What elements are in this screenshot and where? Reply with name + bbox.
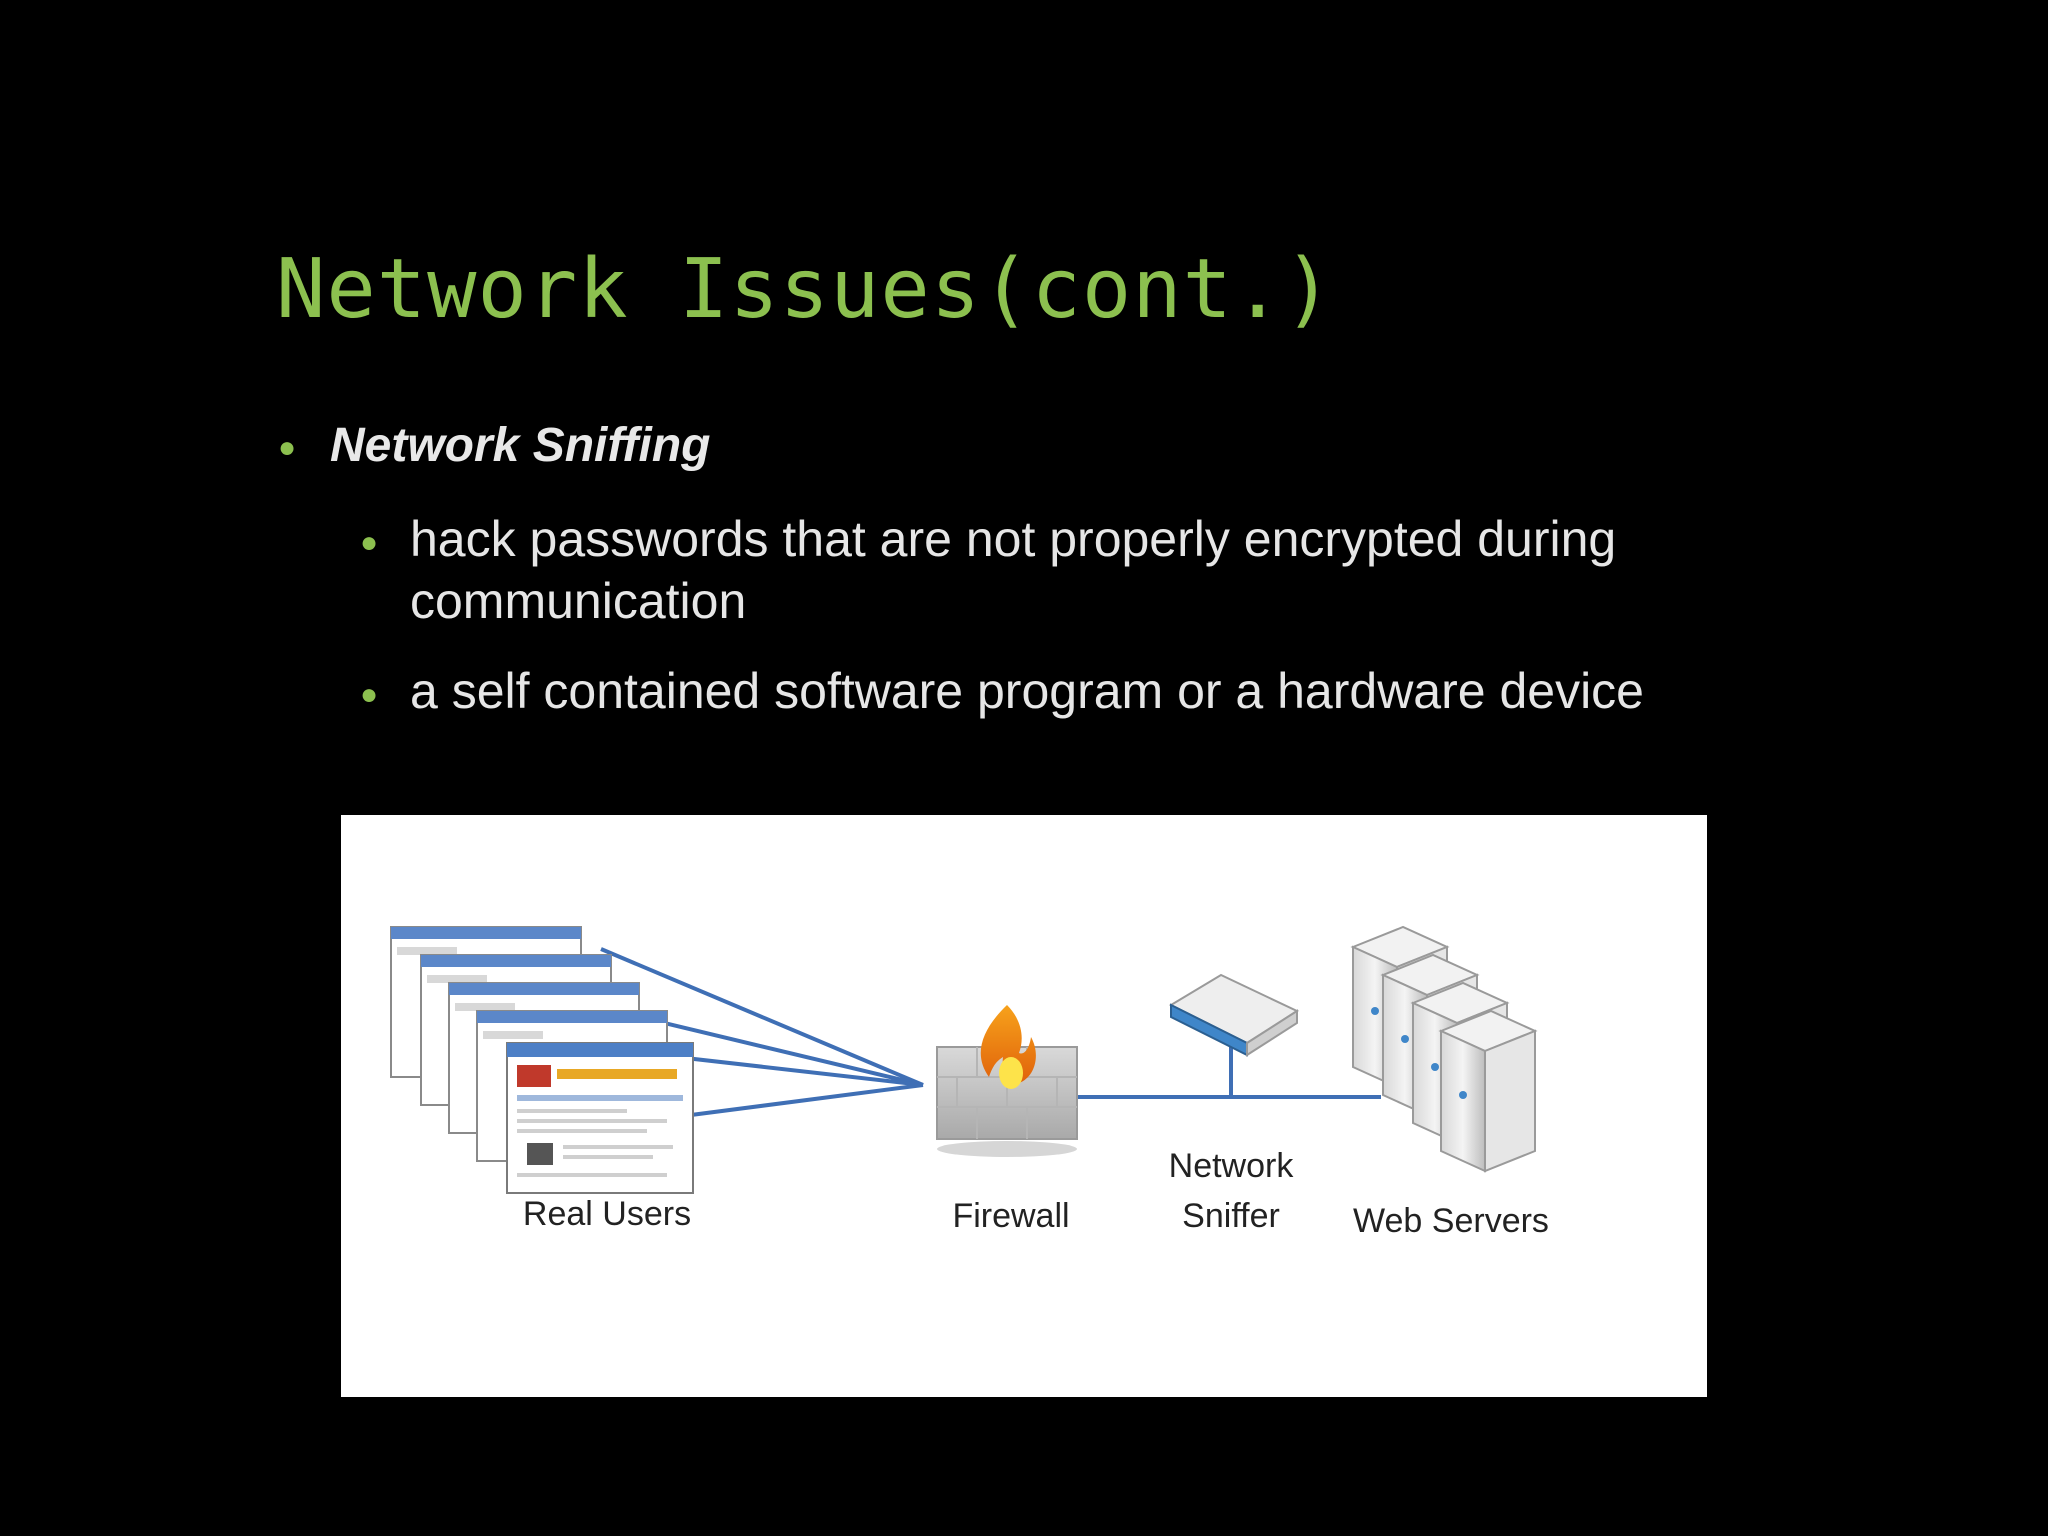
browser-windows-icon [390,926,694,1194]
user-connector-lines [600,947,924,1117]
label-web-servers: Web Servers [1353,1202,1549,1240]
bullet-dot-icon: ● [360,678,379,711]
slide-title: Network Issues(cont.) [276,242,1334,337]
label-real-users: Real Users [522,1195,692,1233]
sub-bullet-text: a self contained software program or a h… [410,663,1644,719]
bullet-dot-icon: ● [360,526,379,559]
network-sniffing-diagram: Real Users Firewall Network Sniffer Web … [341,815,1707,1397]
bullet-dot-icon: ● [278,431,297,464]
bullet-text: Network Sniffing [330,419,711,472]
label-firewall: Firewall [952,1197,1070,1235]
label-network-sniffer-line1: Network [1168,1147,1294,1185]
web-servers-icon [1350,925,1538,1173]
firewall-icon [936,1005,1078,1157]
sub-bullet-text: hack passwords that are not properly enc… [410,511,1617,629]
network-sniffer-icon [1168,973,1300,1057]
diagram-graphics [390,925,1538,1194]
label-network-sniffer-line2: Sniffer [1182,1197,1280,1235]
